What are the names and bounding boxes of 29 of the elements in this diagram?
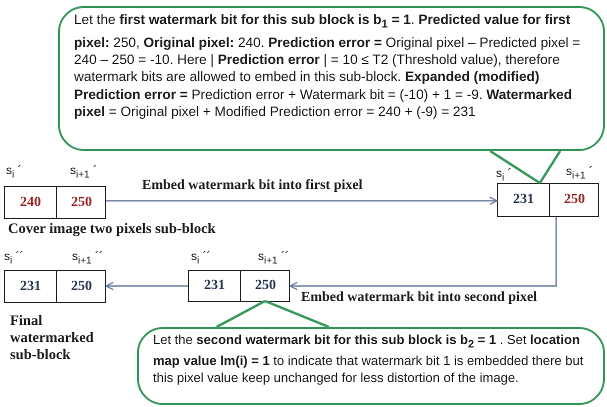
edge-label: Embed watermark bit into first pixel	[142, 178, 362, 194]
pixel-value: 240	[5, 187, 56, 218]
edge-label: Embed watermark bit into second pixel	[301, 290, 538, 306]
callout-bubble: Let the first watermark bit for this sub block is b$_{1}$ = 1. Predicted value for first pixel: 250, Original pixel: 240. Prediction error = Original pixel – Predicted pixel = 240 – 250 = -10. Here | Prediction error | = 10 ≤ T2 (Threshold value), therefore watermark bits are allowed to embed in this sub-block. Expanded (modified) Prediction error = Prediction error + Watermark bit = (-10) + 1 = -9. Watermarked pixel = Original pixel + Modified Prediction error = 240 + (-9) = 231	[58, 6, 605, 151]
arrow	[289, 217, 557, 290]
pixel-value: 231	[189, 271, 240, 301]
arrow	[106, 196, 498, 206]
pixel-value: 250	[549, 184, 599, 216]
block-caption: Cover image two pixels sub-block	[8, 221, 217, 238]
pixel-label: s$_{i+1}$ ´´	[258, 249, 289, 266]
pixel-block	[4, 270, 106, 303]
pixel-block	[188, 270, 290, 302]
pixel-value: 250	[240, 271, 290, 301]
pixel-value: 250	[56, 187, 106, 218]
pixel-block	[497, 183, 599, 217]
pixel-label: s$_{i}$ ´	[6, 163, 22, 180]
pixel-label: s$_{i}$ ´´	[191, 249, 211, 266]
arrow	[105, 282, 188, 290]
pixel-label: s$_{i}$ ´´	[4, 249, 24, 266]
pixel-value: 231	[5, 271, 56, 302]
pixel-block	[4, 186, 106, 219]
block-caption: Final watermarked sub-block	[10, 313, 95, 364]
pixel-value: 231	[498, 184, 549, 216]
pixel-label: s$_{i}$ ´	[496, 166, 512, 184]
pixel-label: s$_{i+1}$ ´	[70, 163, 97, 180]
callout-bubble: Let the second watermark bit for this sub block is b$_{2}$ = 1 . Set location map value lm(i) = 1 to indicate that watermark bit 1 is embedded there but this pixel value keep unchanged for less distortion of the image.	[137, 327, 605, 405]
pixel-label: s$_{i+1}$ ´	[566, 164, 593, 182]
pixel-value: 250	[56, 271, 106, 302]
pixel-label: s$_{i+1}$ ´´	[72, 249, 103, 266]
